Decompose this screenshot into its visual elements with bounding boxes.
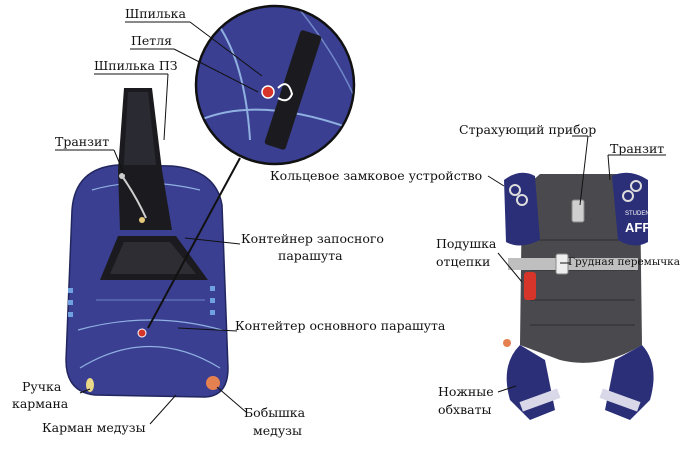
label-reserve-container-1: Контейнер запосного bbox=[241, 231, 384, 246]
label-transit-left: Транзит bbox=[55, 134, 110, 149]
label-jellyfish-knob-2: медузы bbox=[253, 423, 302, 438]
label-loop: Петля bbox=[131, 33, 173, 48]
harness-aff-text: AFF bbox=[625, 220, 650, 235]
label-transit-right: Транзит bbox=[610, 141, 665, 156]
harness-illustration: STUDENT AFF bbox=[503, 172, 654, 420]
label-leg-straps-2: обхваты bbox=[438, 402, 492, 417]
label-pocket-handle-2: кармана bbox=[12, 396, 69, 411]
harness-student-text: STUDENT bbox=[625, 211, 654, 217]
label-reserve-pin: Шпилька ПЗ bbox=[94, 58, 178, 73]
label-jellyfish-knob-1: Бобышка bbox=[244, 405, 306, 420]
label-aad: Страхующий прибор bbox=[459, 122, 597, 137]
label-leg-straps-1: Ножные bbox=[438, 384, 494, 399]
label-cutaway-pad-1: Подушка bbox=[436, 236, 497, 251]
magnifier-view bbox=[147, 4, 356, 329]
leader-lines bbox=[55, 21, 666, 425]
label-pin: Шпилька bbox=[125, 6, 186, 21]
label-ring-release: Кольцевое замковое устройство bbox=[270, 168, 483, 183]
label-cutaway-pad-2: отцепки bbox=[436, 254, 491, 269]
label-main-container: Контейтер основного парашута bbox=[235, 318, 446, 333]
label-pocket-handle-1: Ручка bbox=[22, 379, 62, 394]
label-jellyfish-pocket: Карман медузы bbox=[42, 420, 146, 435]
label-chest-strap: Грудная перемычка bbox=[568, 256, 680, 268]
label-reserve-container-2: парашута bbox=[278, 248, 343, 263]
